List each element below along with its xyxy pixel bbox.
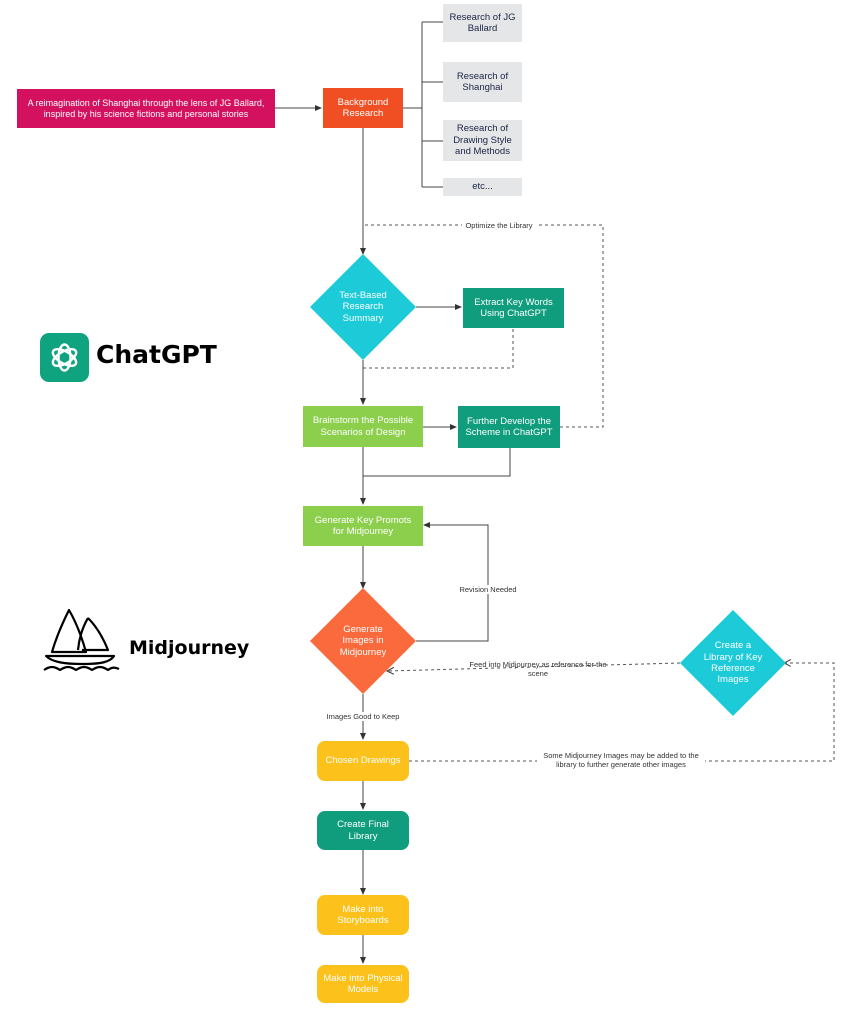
create-library-diamond [680,610,786,716]
midjourney-brand-text: Midjourney [129,637,250,659]
intro-box: A reimagination of Shanghai through the … [17,89,275,128]
physical-models-box: Make into Physical Models [317,965,409,1003]
generate-images-label-wrap: Generate Images in Midjourney [328,616,398,666]
extract-keywords-label: Extract Key Words Using ChatGPT [474,296,553,319]
background-research-label: Background Research [337,96,389,119]
storyboards-label: Make into Storyboards [337,903,389,926]
intro-text: A reimagination of Shanghai through the … [27,97,265,119]
generate-prompts-box: Generate Key Promots for Midjourney [303,506,423,546]
feed-into-label: Feed into Midjourney as reference for th… [469,660,607,679]
generate-images-label: Generate Images in Midjourney [339,623,387,658]
final-library-box: Create Final Library [317,811,409,850]
generate-images-diamond [310,588,416,694]
research-jg-label: Research of JG Ballard [449,11,516,34]
chatgpt-brand-text: ChatGPT [96,340,217,369]
further-develop-box: Further Develop the Scheme in ChatGPT [458,406,560,448]
background-research-box: Background Research [323,88,403,128]
revision-label: Revision Needed [455,585,521,595]
research-jg-box: Research of JG Ballard [443,4,522,42]
midjourney-logo-icon [43,608,120,672]
research-drawing-box: Research of Drawing Style and Methods [443,120,522,161]
good-to-keep-label: Images Good to Keep [322,712,404,722]
etc-box: etc... [443,178,522,196]
text-summary-label-wrap: Text-Based Research Summary [325,282,401,332]
further-develop-label: Further Develop the Scheme in ChatGPT [465,415,553,438]
brainstorm-label: Brainstorm the Possible Scenarios of Des… [312,415,414,438]
brainstorm-box: Brainstorm the Possible Scenarios of Des… [303,406,423,447]
create-library-label-wrap: Create a Library of Key Reference Images [700,633,766,693]
extract-keywords-box: Extract Key Words Using ChatGPT [463,288,564,328]
etc-label: etc... [472,181,493,193]
physical-models-label: Make into Physical Models [323,972,403,995]
text-summary-diamond [310,254,416,360]
create-library-label: Create a Library of Key Reference Images [703,640,763,686]
generate-prompts-label: Generate Key Promots for Midjourney [314,514,412,537]
text-summary-label: Text-Based Research Summary [339,289,387,324]
chosen-drawings-label: Chosen Drawings [325,755,401,767]
some-images-label: Some Midjourney Images may be added to t… [537,751,705,770]
final-library-label: Create Final Library [337,819,389,842]
storyboards-box: Make into Storyboards [317,895,409,935]
chosen-drawings-box: Chosen Drawings [317,741,409,781]
chatgpt-logo-icon [40,333,89,382]
optimize-label: Optimize the Library [462,221,536,231]
research-shanghai-label: Research of Shanghai [456,70,509,93]
research-drawing-label: Research of Drawing Style and Methods [453,123,512,158]
research-shanghai-box: Research of Shanghai [443,62,522,102]
